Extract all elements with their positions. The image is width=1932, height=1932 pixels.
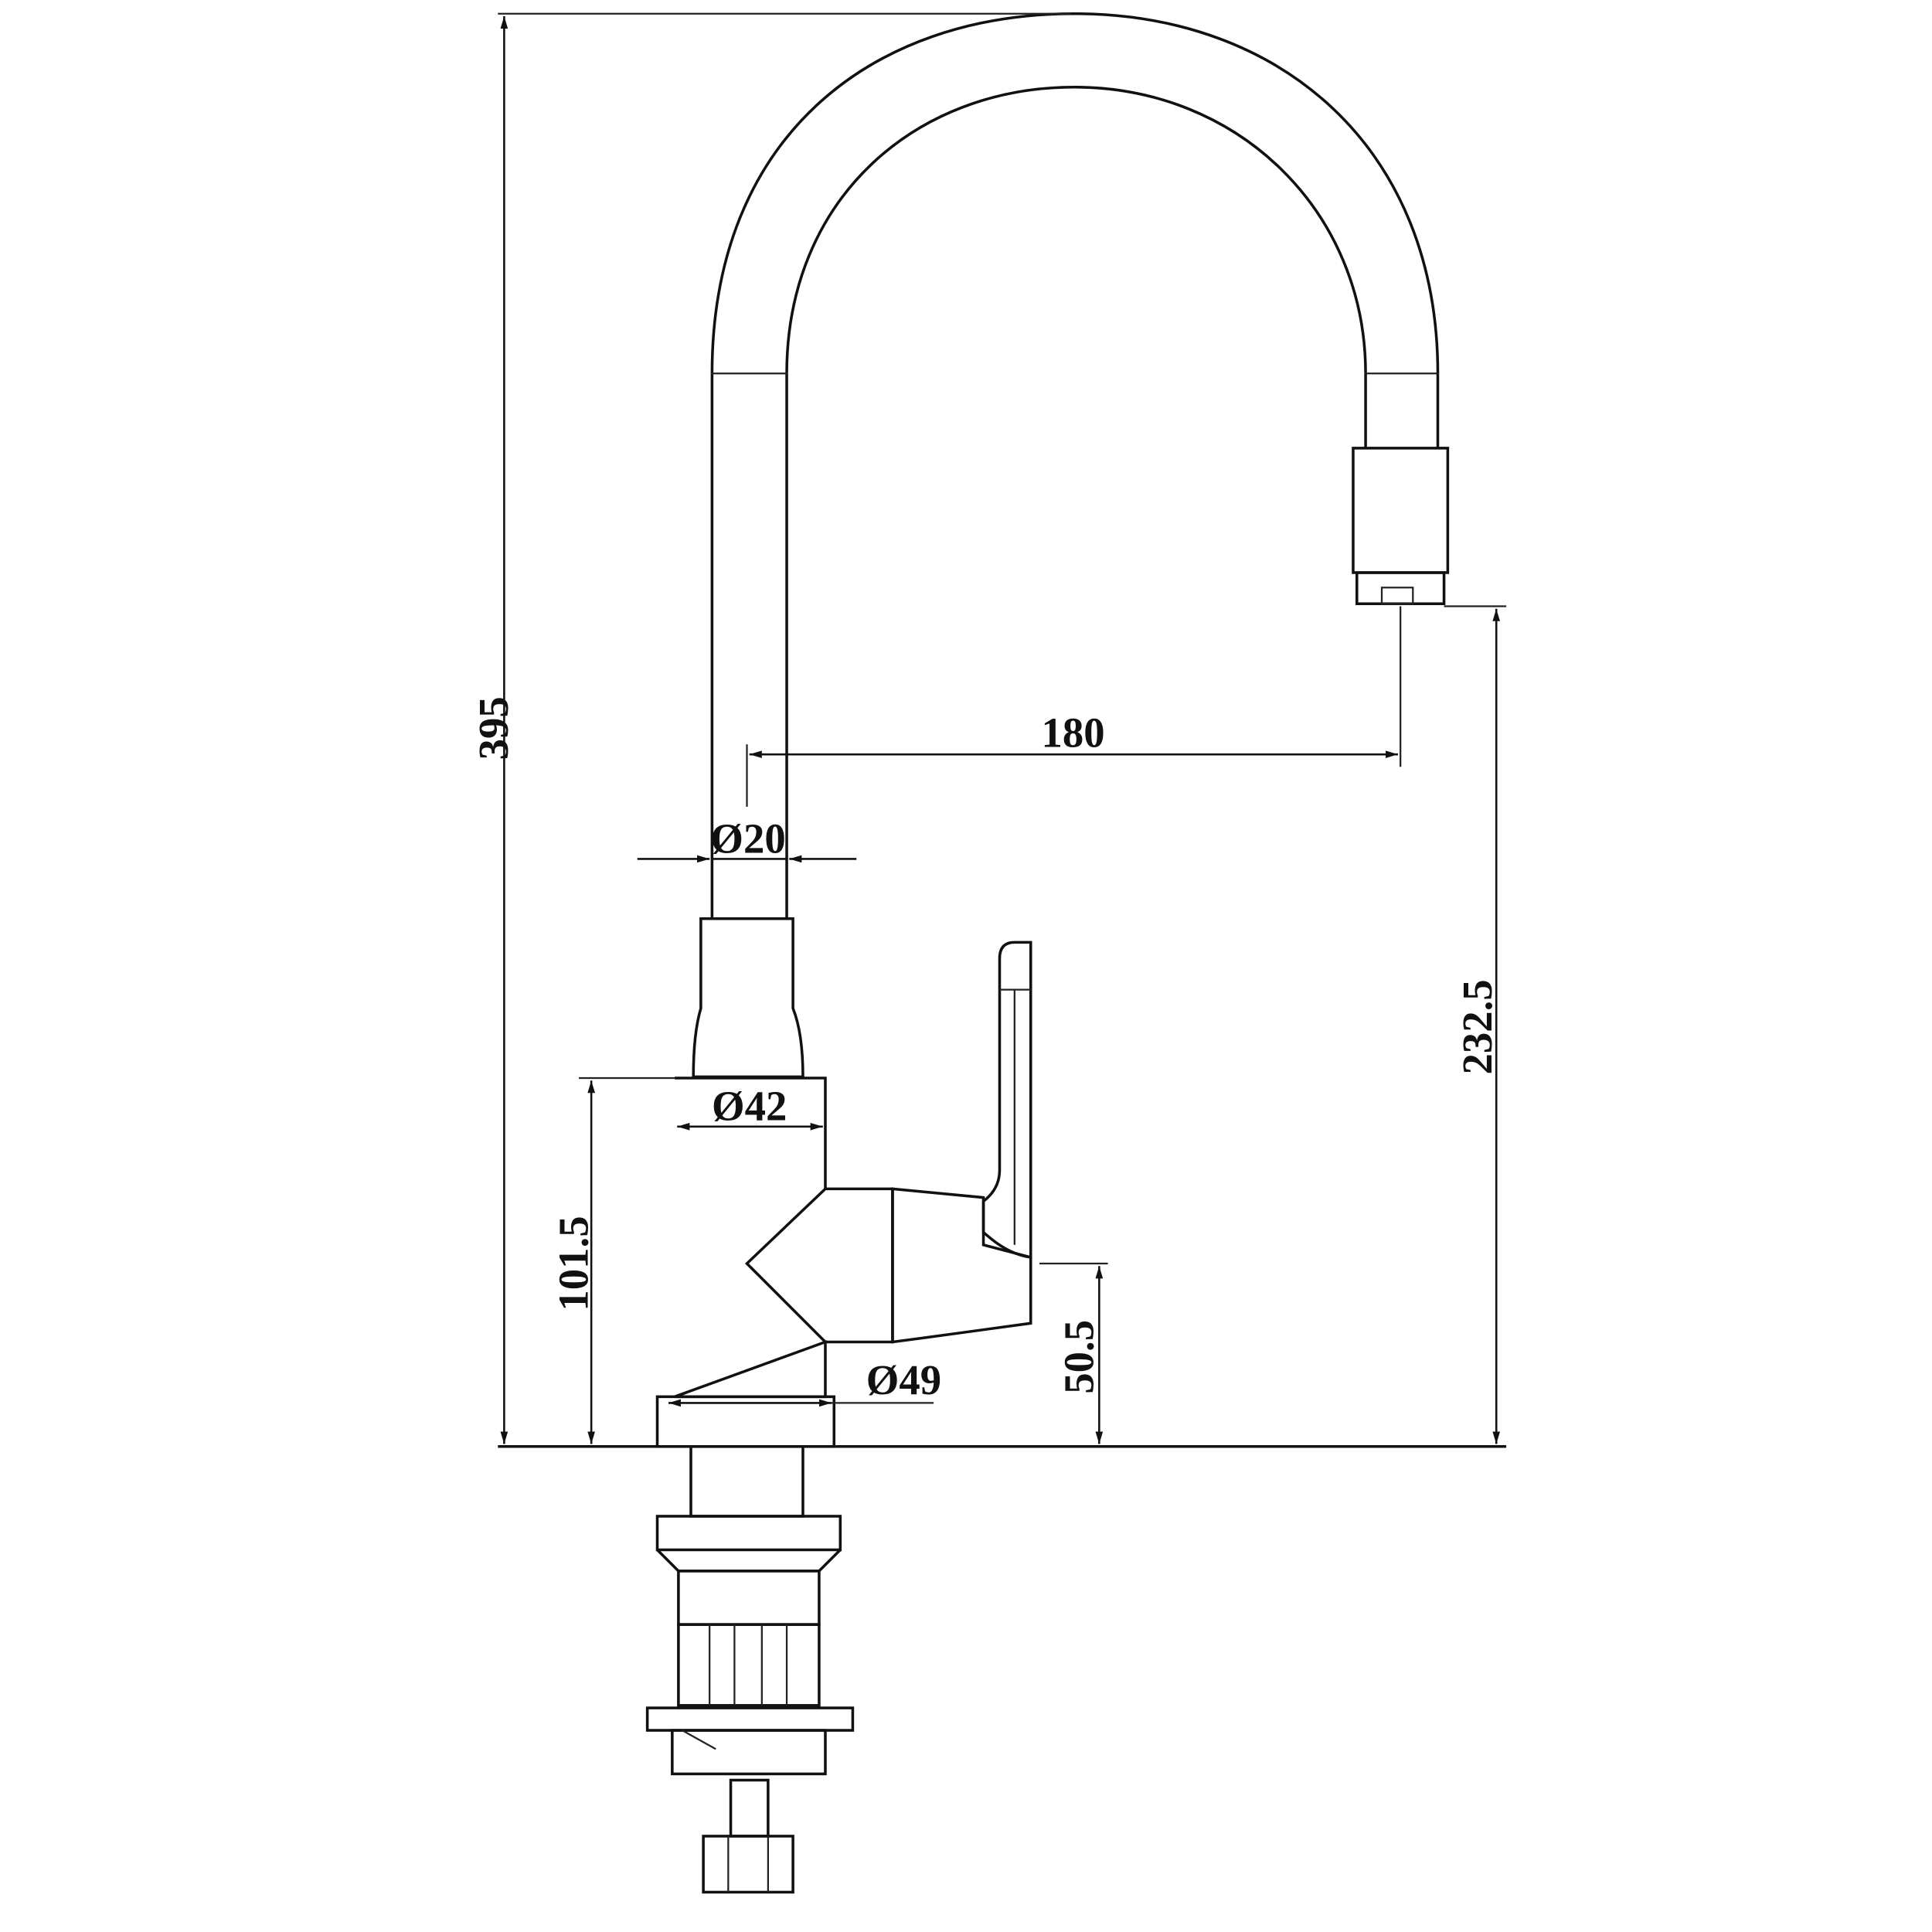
dimension-label: Ø20 bbox=[710, 815, 785, 862]
dimension-total-height: 395 bbox=[470, 15, 517, 1444]
dimension-label: 50.5 bbox=[1055, 1320, 1102, 1394]
dimension-label: Ø42 bbox=[712, 1083, 787, 1130]
dimension-body-height: 101.5 bbox=[549, 1080, 597, 1444]
faucet-body bbox=[674, 917, 894, 1399]
dimension-spout-reach: 180 bbox=[746, 606, 1402, 807]
dimension-base-diameter: Ø49 bbox=[668, 1356, 941, 1407]
lever-handle bbox=[891, 940, 1032, 1344]
aerator-nozzle bbox=[1352, 447, 1450, 606]
dimension-label: Ø49 bbox=[866, 1356, 941, 1403]
dimension-label: 232.5 bbox=[1454, 979, 1501, 1074]
dimension-label: 101.5 bbox=[549, 1216, 597, 1311]
mounting-hardware bbox=[645, 1445, 855, 1894]
base-flange bbox=[655, 1395, 836, 1448]
dimension-label: 395 bbox=[470, 696, 517, 760]
dimension-spout-diameter: Ø20 bbox=[637, 815, 857, 863]
dimension-handle-height: 50.5 bbox=[1039, 1262, 1108, 1444]
dimension-label: 180 bbox=[1041, 709, 1104, 756]
spout bbox=[710, 12, 1440, 919]
dimension-outlet-height: 232.5 bbox=[1444, 605, 1507, 1444]
dimension-body-diameter: Ø42 bbox=[579, 1077, 823, 1131]
